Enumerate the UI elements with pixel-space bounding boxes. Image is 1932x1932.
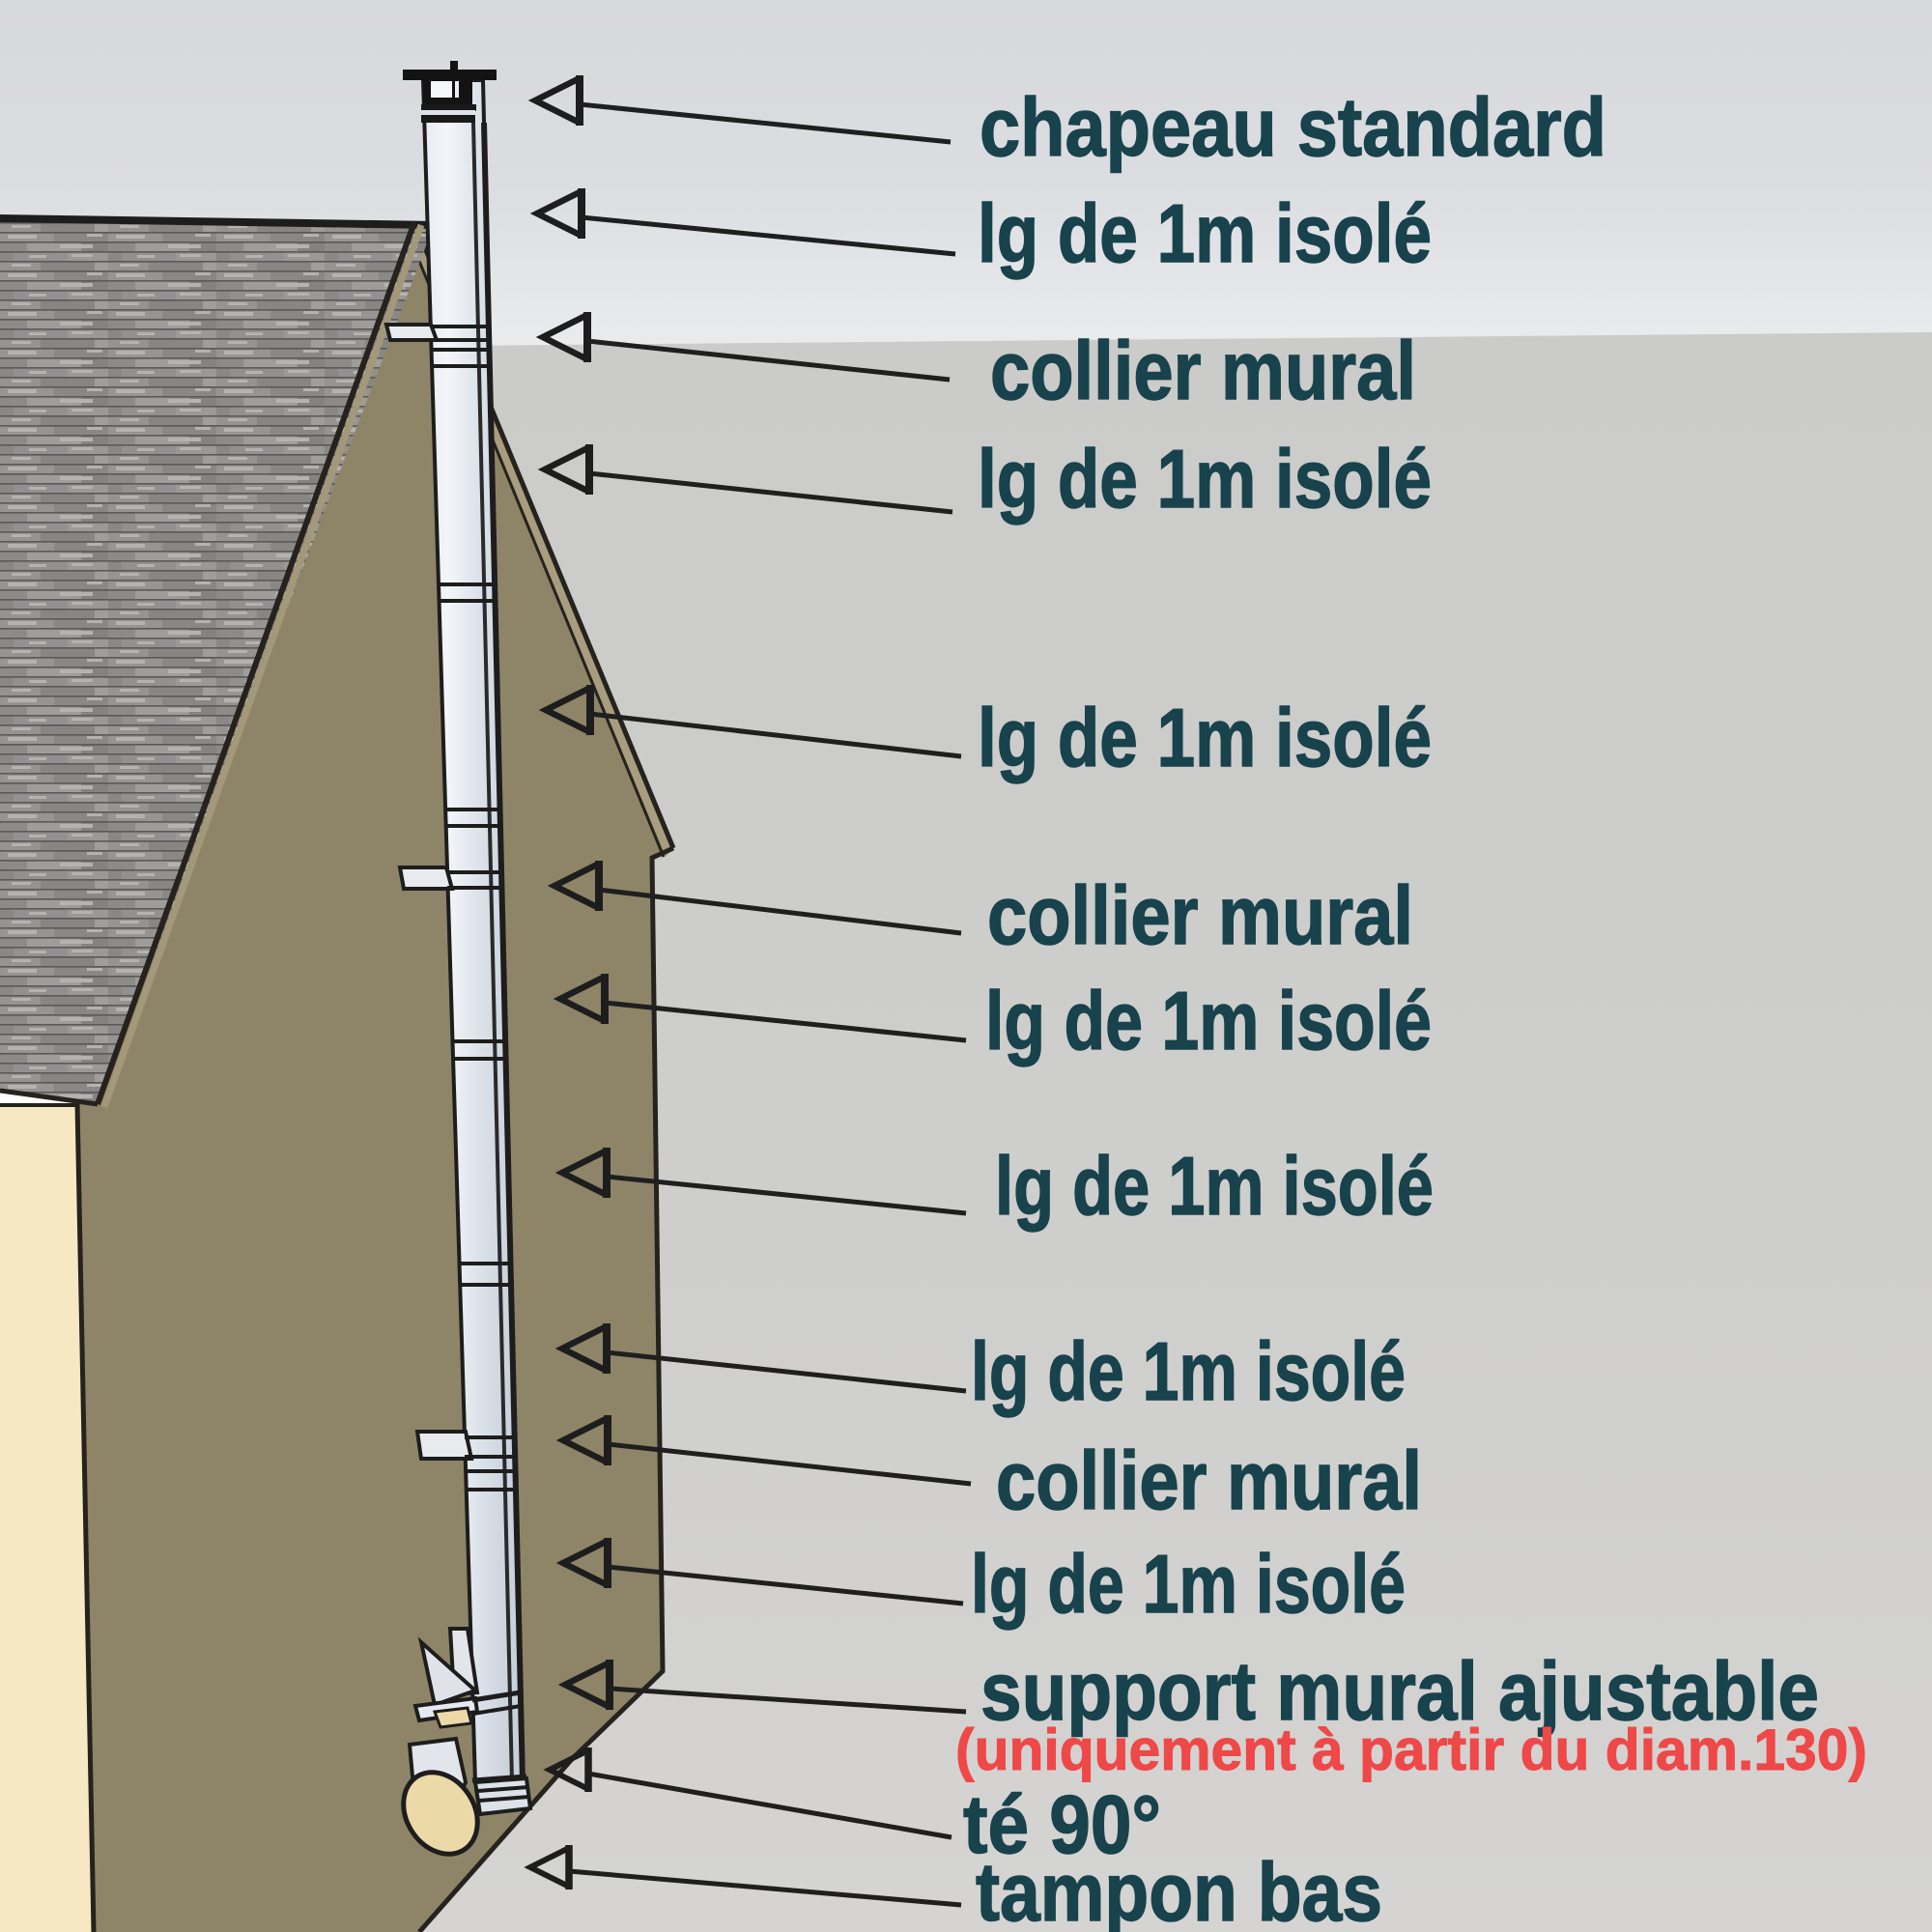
svg-text:lg de 1m isolé: lg de 1m isolé [978, 188, 1432, 280]
svg-text:tampon bas: tampon bas [976, 1847, 1382, 1932]
svg-text:lg de 1m isolé: lg de 1m isolé [978, 693, 1432, 784]
svg-text:lg de 1m isolé: lg de 1m isolé [985, 976, 1432, 1067]
svg-text:(uniquement à partir du diam.1: (uniquement à partir du diam.130) [955, 1718, 1867, 1782]
svg-text:lg de 1m isolé: lg de 1m isolé [978, 434, 1432, 526]
svg-text:chapeau standard: chapeau standard [980, 82, 1606, 174]
svg-text:lg de 1m isolé: lg de 1m isolé [971, 1539, 1406, 1631]
svg-text:collier mural: collier mural [990, 326, 1416, 417]
svg-text:collier mural: collier mural [996, 1435, 1422, 1527]
svg-text:collier mural: collier mural [987, 870, 1413, 962]
svg-text:lg de 1m isolé: lg de 1m isolé [971, 1326, 1406, 1418]
svg-text:té 90°: té 90° [963, 1779, 1161, 1871]
svg-text:lg de 1m isolé: lg de 1m isolé [995, 1141, 1434, 1233]
svg-text:support mural ajustable: support mural ajustable [980, 1646, 1819, 1738]
